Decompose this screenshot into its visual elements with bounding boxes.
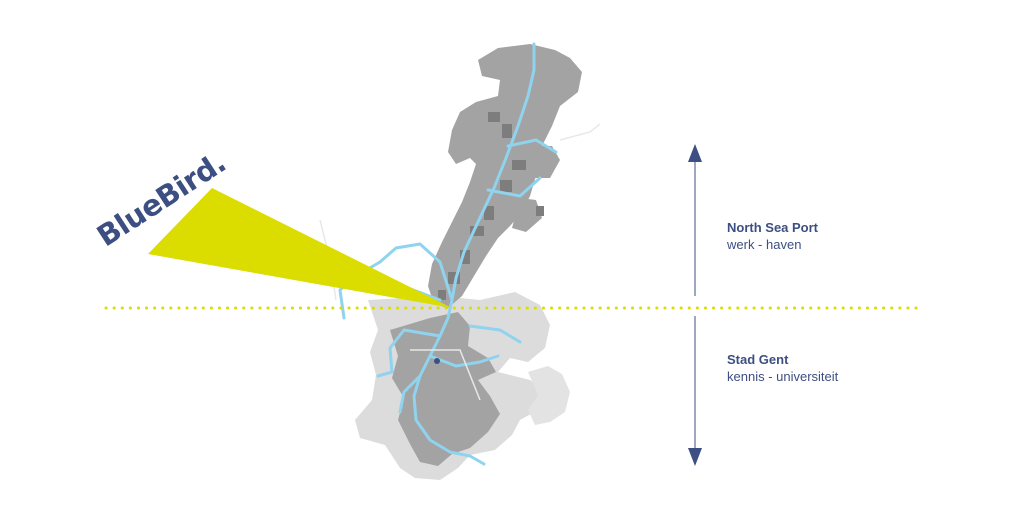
zone-title-city: Stad Gent [727,352,789,367]
bluebird-beam [148,188,452,308]
port-area [428,44,582,308]
zone-subtitle-city: kennis - universiteit [727,369,839,384]
port-dock-east-2 [512,198,542,232]
arrow-up-icon [688,144,702,162]
zone-title-port: North Sea Port [727,220,819,235]
zone-subtitle-port: werk - haven [727,237,802,252]
city-center-marker [434,358,440,364]
arrow-down-icon [688,448,702,466]
port-dock-east [530,146,560,178]
city-east-area [528,366,570,425]
